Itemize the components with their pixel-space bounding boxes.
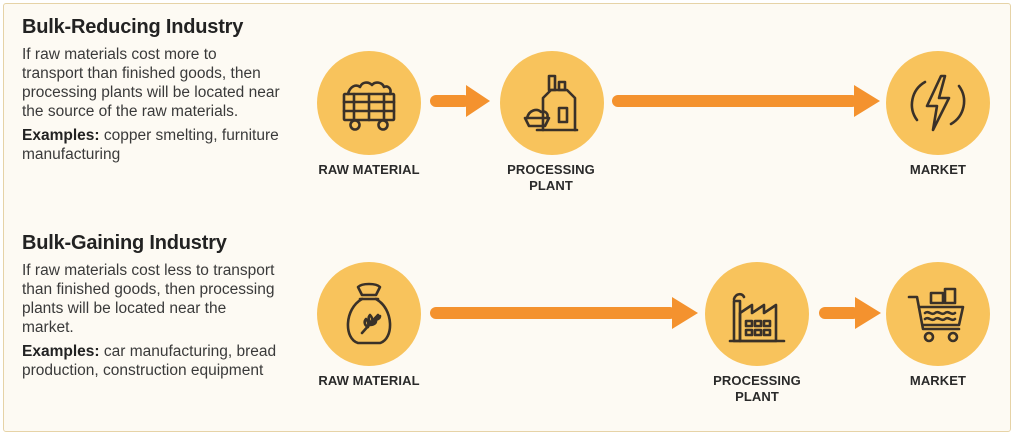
bulk-reducing-description: If raw materials cost more to transport … xyxy=(22,46,280,120)
processing-plant-node xyxy=(705,262,809,366)
processing-plant-icon xyxy=(523,74,579,132)
market-label: MARKET xyxy=(909,162,967,177)
lightning-bolt-icon xyxy=(910,74,966,132)
raw-material-node xyxy=(317,51,421,155)
examples-text: car manufacturing, bread production, con… xyxy=(22,343,277,379)
examples-label: Examples: xyxy=(22,343,100,360)
arrow-raw-to-plant xyxy=(430,297,698,329)
examples-label: Examples: xyxy=(22,127,100,144)
arrow-raw-to-plant xyxy=(430,85,490,117)
raw-material-node xyxy=(317,262,421,366)
arrow-plant-to-market xyxy=(612,85,880,117)
bulk-reducing-title: Bulk-Reducing Industry xyxy=(22,16,244,38)
grain-sack-icon xyxy=(346,282,392,345)
bulk-gaining-description: If raw materials cost less to transport … xyxy=(22,262,275,336)
market-node xyxy=(886,262,990,366)
bulk-reducing-examples: Examples: copper smelting, furniture man… xyxy=(22,126,282,164)
bulk-gaining-examples: Examples: car manufacturing, bread produ… xyxy=(22,342,282,380)
processing-plant-label: PROCESSING PLANT xyxy=(713,373,801,404)
processing-plant-label: PROCESSING PLANT xyxy=(507,162,595,193)
examples-text: copper smelting, furniture manufacturing xyxy=(22,127,279,163)
market-label: MARKET xyxy=(909,373,967,388)
arrow-plant-to-market xyxy=(819,297,881,329)
bulk-reducing-text: Bulk-Reducing Industry If raw materials … xyxy=(22,16,282,169)
mine-cart-icon xyxy=(342,81,396,131)
processing-plant-node xyxy=(500,51,604,155)
market-node xyxy=(886,51,990,155)
factory-icon xyxy=(728,292,786,343)
raw-material-label: RAW MATERIAL xyxy=(318,162,420,177)
bulk-gaining-title: Bulk-Gaining Industry xyxy=(22,232,227,254)
bulk-gaining-text: Bulk-Gaining Industry If raw materials c… xyxy=(22,232,282,385)
raw-material-label: RAW MATERIAL xyxy=(318,373,420,388)
shopping-cart-icon xyxy=(907,287,965,343)
